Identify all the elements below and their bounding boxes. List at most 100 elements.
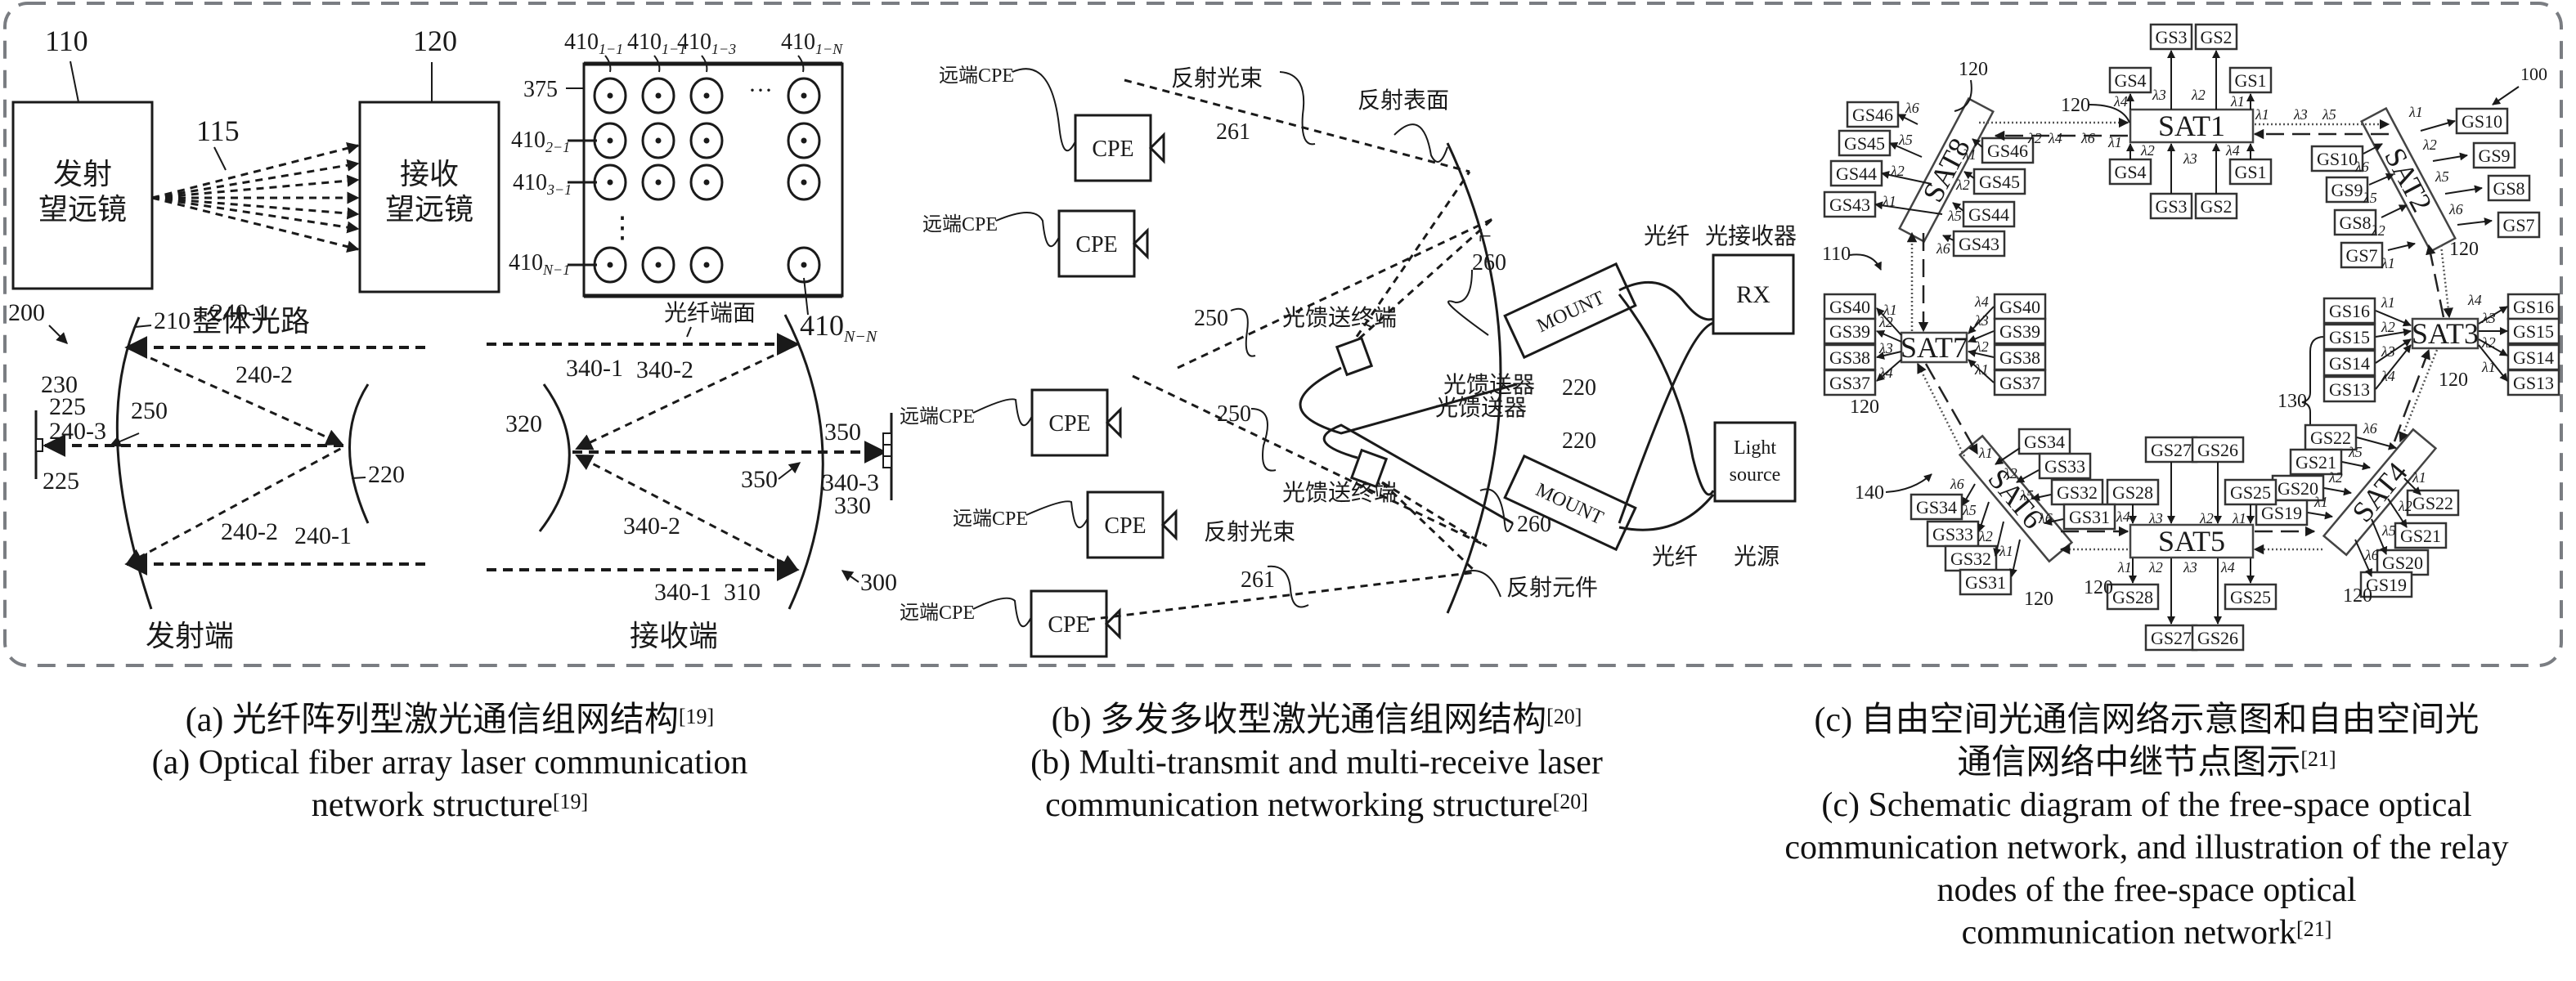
fiber-rx-top	[1618, 280, 1714, 321]
svg-text:SAT2: SAT2	[2378, 142, 2439, 217]
ref-120: 120	[413, 25, 457, 57]
svg-text:GS39: GS39	[1829, 321, 1870, 342]
beam-240-2-bottom: 240-2	[221, 518, 278, 545]
cpe-box	[1074, 114, 1152, 182]
wavelength-label: λ5	[2435, 168, 2449, 185]
svg-text:GS38: GS38	[1999, 347, 2040, 368]
tx-telescope-box	[11, 101, 154, 290]
fiber-core	[593, 77, 627, 114]
ground-station: GS28	[2106, 478, 2160, 506]
wavelength-label: λ4	[2467, 292, 2482, 308]
fiber-col-label-3: 4101−3	[677, 29, 736, 57]
link-arrow	[2375, 310, 2412, 327]
transmit-end-label: 发射端	[146, 620, 234, 652]
ref-110: 110	[45, 25, 88, 57]
svg-text:SAT3: SAT3	[2412, 317, 2479, 350]
ground-station: GS40	[1823, 293, 1877, 320]
svg-text:GS22: GS22	[2412, 493, 2453, 513]
wavelength-label: λ1	[2255, 106, 2269, 123]
ground-station: GS16	[2506, 293, 2560, 320]
wavelength-label: λ1	[2117, 559, 2132, 576]
wavelength-label: λ2	[1890, 163, 1905, 179]
ground-station: GS13	[2322, 375, 2376, 403]
ground-station: GS3	[2149, 192, 2193, 220]
wavelength-label: λ5	[1898, 132, 1913, 148]
link-arrow	[1876, 359, 1902, 382]
leader-115	[213, 146, 227, 171]
ground-station: GS13	[2506, 369, 2560, 396]
ref-225-top: 225	[49, 393, 86, 420]
svg-text:GS44: GS44	[1968, 204, 2009, 225]
svg-text:GS27: GS27	[2151, 628, 2192, 648]
ground-station: GS44	[1962, 200, 2016, 228]
link-arrow	[1874, 201, 1943, 215]
svg-text:GS46: GS46	[1987, 141, 2028, 161]
svg-text:GS13: GS13	[2513, 373, 2554, 393]
beam-240-2-top: 240-2	[236, 361, 293, 388]
wavelength-label: λ2	[2140, 142, 2155, 159]
ground-station: GS43	[1823, 190, 1877, 218]
wavelength-label: λ3	[2183, 150, 2197, 167]
link-arrow	[2307, 511, 2333, 520]
satellite-sat1: SAT1	[2129, 108, 2255, 144]
ref-250: 250	[131, 397, 168, 424]
fiber-corner-label: 410N−N	[800, 309, 878, 346]
ground-station: GS26	[2191, 436, 2245, 464]
svg-text:GS39: GS39	[1999, 321, 2040, 342]
link-arrow	[1942, 235, 1954, 243]
wavelength-label: λ5	[2348, 444, 2363, 460]
link-arrow	[2478, 338, 2508, 356]
svg-text:GS45: GS45	[1979, 172, 2020, 192]
ground-station: GS8	[2487, 174, 2531, 202]
ground-station: GS38	[1993, 343, 2047, 371]
ground-station: GS27	[2144, 624, 2198, 652]
wavelength-label: λ6	[1950, 476, 1964, 492]
caption-b-cn: (b) 多发多收型激光通信组网结构[20]	[1051, 701, 1582, 739]
caption-c: (c) 自由空间光通信网络示意图和自由空间光 通信网络中继节点图示[21] (c…	[1726, 699, 2568, 954]
feeder-terminal-bottom-label: 光馈送终端	[1282, 480, 1397, 506]
ground-station: GS3	[2149, 23, 2193, 51]
ground-station: GS31	[2062, 503, 2116, 531]
wavelength-label: λ2	[2027, 130, 2042, 146]
optical-receiver-label: 光接收器	[1705, 223, 1797, 249]
wavelength-label: λ3	[2293, 106, 2308, 123]
svg-text:GS8: GS8	[2339, 213, 2371, 233]
ground-station: GS27	[2144, 436, 2198, 464]
svg-text:GS10: GS10	[2317, 149, 2358, 169]
reflected-beam-top-label: 反射光束	[1171, 65, 1263, 92]
fiber-col-label-1: 4101−1	[564, 29, 623, 57]
svg-text:GS45: GS45	[1844, 133, 1885, 154]
svg-text:GS33: GS33	[2044, 456, 2085, 477]
beam-fan-115	[151, 142, 360, 253]
link-arrow	[1968, 306, 1995, 334]
ground-station: GS15	[2506, 317, 2560, 345]
fiber-cross-2	[1618, 321, 1714, 524]
rx-telescope-line2: 望远镜	[385, 193, 473, 226]
svg-text:GS15: GS15	[2513, 321, 2554, 342]
figure-dashed-border	[3, 2, 2563, 667]
ground-station: GS32	[1944, 544, 1998, 572]
fiber-core	[689, 122, 724, 159]
ref-120: 120	[2061, 95, 2090, 116]
ref-120: 120	[1959, 59, 1988, 80]
wavelength-label: λ2	[1878, 314, 1893, 330]
beam-340-1-bottom: 340-1	[654, 579, 711, 606]
svg-text:GS28: GS28	[2112, 482, 2153, 503]
ground-station: GS20	[2376, 549, 2430, 576]
wavelength-label: λ4	[2113, 93, 2128, 110]
beam-240-3: 240-3	[49, 418, 106, 445]
ref-350-top: 350	[824, 419, 861, 446]
svg-text:GS31: GS31	[1965, 572, 2006, 593]
fiber-core	[593, 122, 627, 159]
wavelength-label: λ3	[1878, 340, 1893, 356]
link-arrow	[2432, 152, 2468, 162]
ground-station: GS32	[2050, 478, 2104, 506]
wavelength-label: λ3	[2183, 559, 2197, 576]
svg-text:GS26: GS26	[2197, 628, 2238, 648]
wavelength-label: λ3	[2481, 310, 2496, 326]
wavelength-label: λ1	[2381, 255, 2395, 271]
tx-telescope-line2: 望远镜	[38, 193, 127, 226]
wavelength-label: λ1	[1999, 543, 2013, 559]
cpe-lens-icon	[1105, 406, 1122, 439]
beam-340-2-bottom: 340-2	[623, 513, 680, 540]
